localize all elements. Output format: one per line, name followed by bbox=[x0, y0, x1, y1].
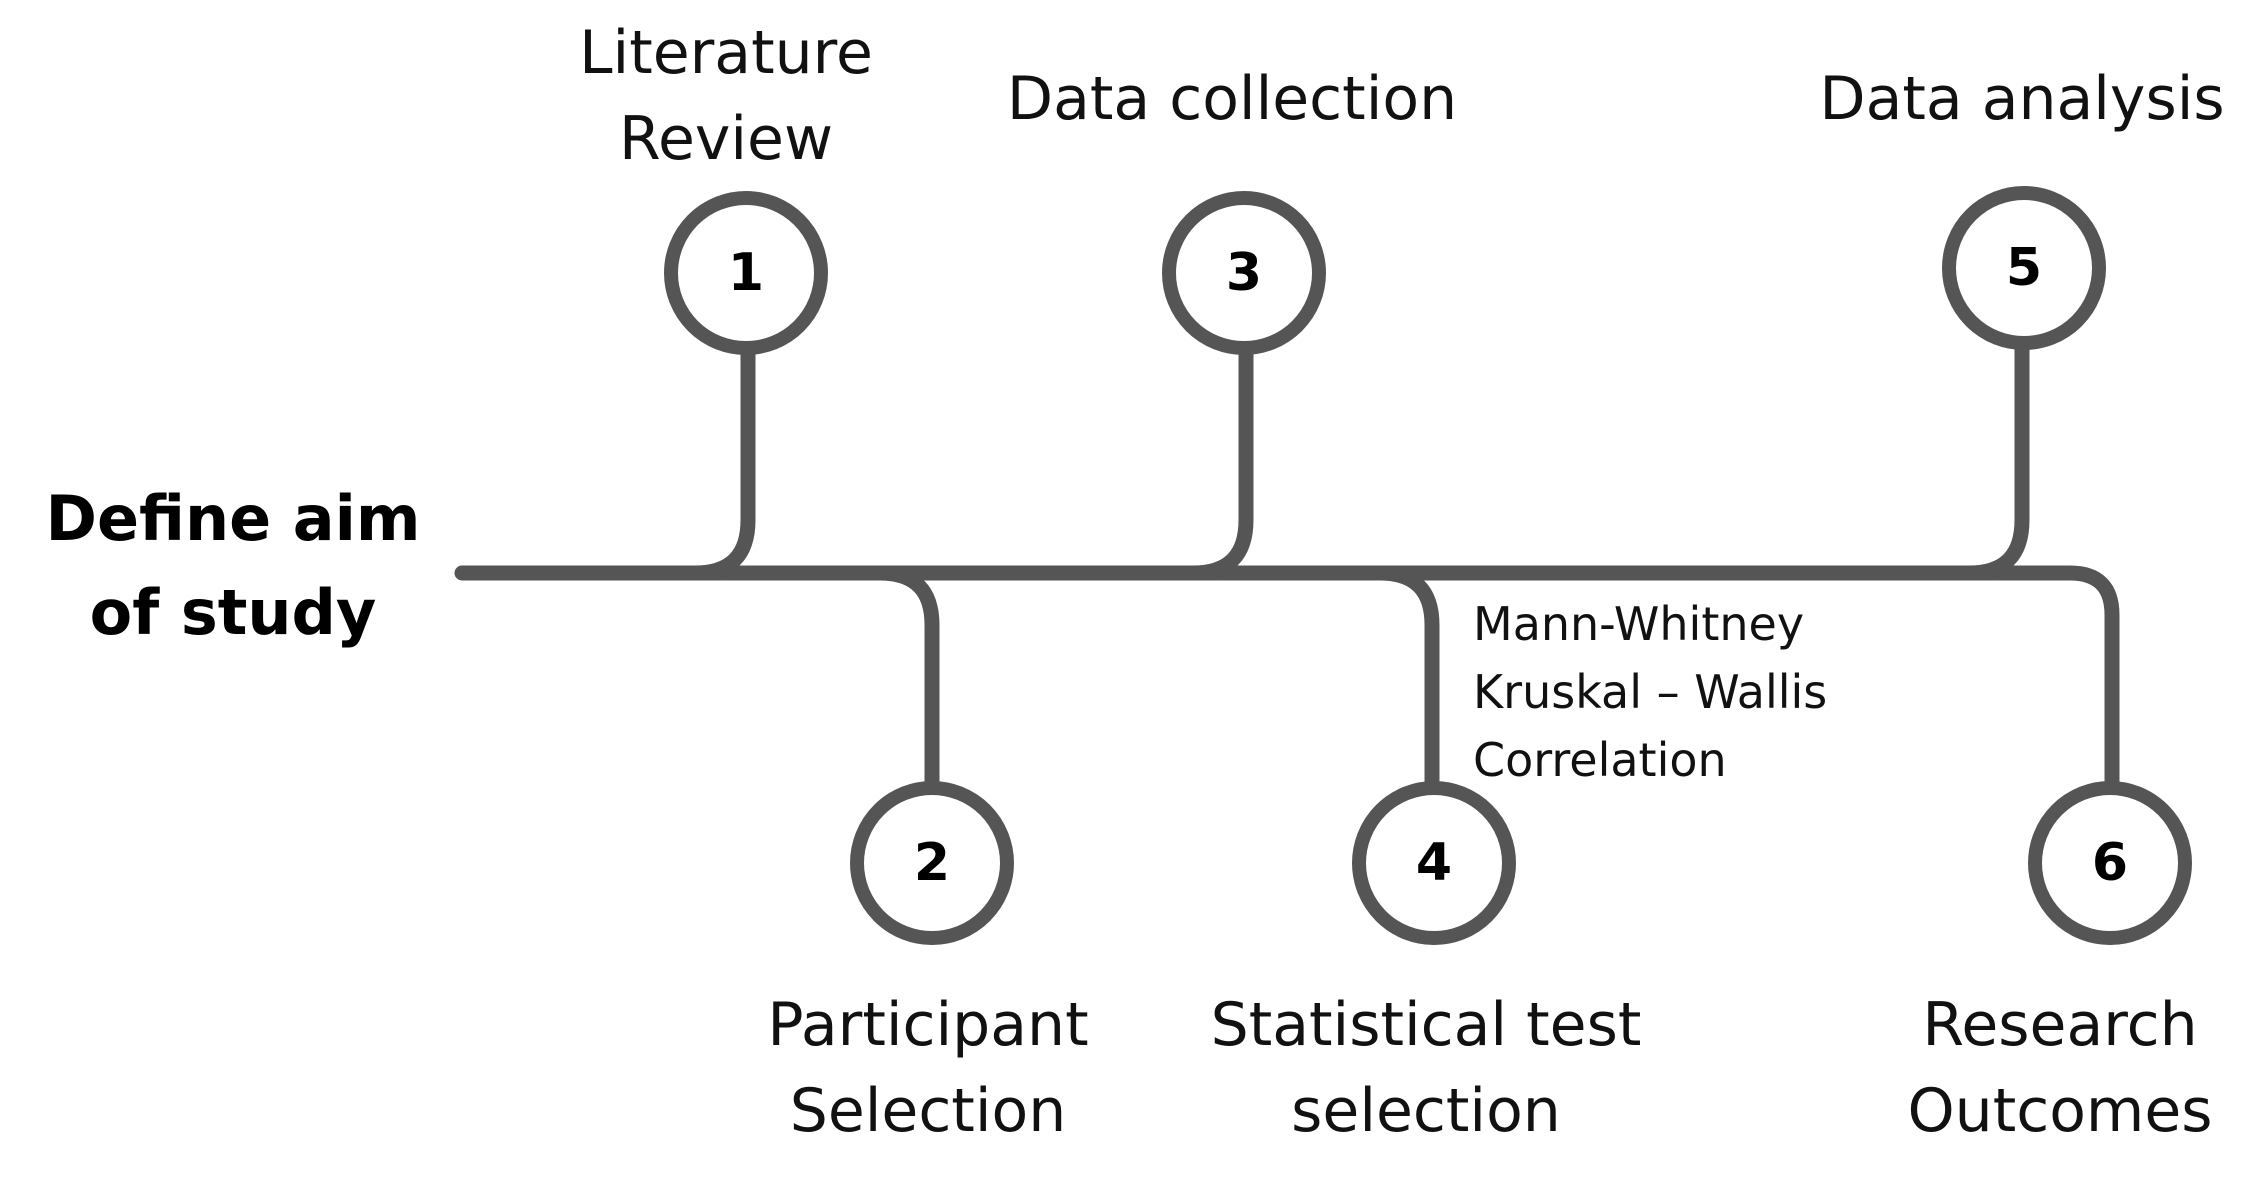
step-label-2-line-1: Participant bbox=[767, 990, 1089, 1060]
step-node-6: 6 bbox=[2028, 781, 2192, 945]
spine-line bbox=[454, 565, 2120, 818]
step-number-6: 6 bbox=[2092, 833, 2128, 893]
step-number-3: 3 bbox=[1226, 243, 1262, 303]
test-item: Kruskal – Wallis bbox=[1473, 665, 1828, 719]
step-node-3: 3 bbox=[1162, 191, 1326, 355]
step-label-2: Participant Selection bbox=[767, 982, 1088, 1154]
step-label-3: Data collection bbox=[1007, 56, 1457, 142]
step-label-6-line-2: Outcomes bbox=[1907, 1076, 2213, 1146]
step-label-2-line-2: Selection bbox=[789, 1076, 1067, 1146]
root-label: Define aim of study bbox=[38, 472, 428, 660]
step-node-4: 4 bbox=[1352, 781, 1516, 945]
step-label-1-line-1: Literature bbox=[579, 18, 873, 88]
test-item: Mann-Whitney bbox=[1473, 597, 1805, 651]
test-item: Correlation bbox=[1473, 733, 1727, 787]
branch-2 bbox=[872, 565, 940, 808]
step-label-6-line-1: Research bbox=[1922, 990, 2198, 1060]
step-label-4: Statistical test selection bbox=[1211, 982, 1642, 1154]
branch-3 bbox=[1185, 342, 1254, 581]
root-label-line-2: of study bbox=[89, 576, 377, 649]
step-label-1-line-2: Review bbox=[618, 104, 834, 174]
step-label-5-line-1: Data analysis bbox=[1819, 64, 2225, 134]
step-label-5: Data analysis bbox=[1819, 56, 2224, 142]
step-label-1: Literature Review bbox=[579, 10, 873, 182]
branch-5 bbox=[1961, 332, 2030, 581]
step-node-5: 5 bbox=[1942, 186, 2106, 350]
step-label-4-line-1: Statistical test bbox=[1210, 990, 1642, 1060]
step-node-1: 1 bbox=[664, 191, 828, 355]
root-label-line-1: Define aim bbox=[45, 482, 421, 555]
step-number-4: 4 bbox=[1416, 833, 1452, 893]
step-label-6: Research Outcomes bbox=[1907, 982, 2212, 1154]
step-number-2: 2 bbox=[914, 833, 950, 893]
step-label-3-line-1: Data collection bbox=[1006, 64, 1458, 134]
step-number-1: 1 bbox=[728, 243, 764, 303]
step-number-5: 5 bbox=[2006, 238, 2042, 298]
step-label-4-line-2: selection bbox=[1291, 1076, 1561, 1146]
step-node-2: 2 bbox=[850, 781, 1014, 945]
branch-4 bbox=[1372, 565, 1440, 808]
statistical-tests-list: Mann-Whitney Kruskal – Wallis Correlatio… bbox=[1473, 590, 1827, 794]
branch-1 bbox=[687, 342, 756, 581]
